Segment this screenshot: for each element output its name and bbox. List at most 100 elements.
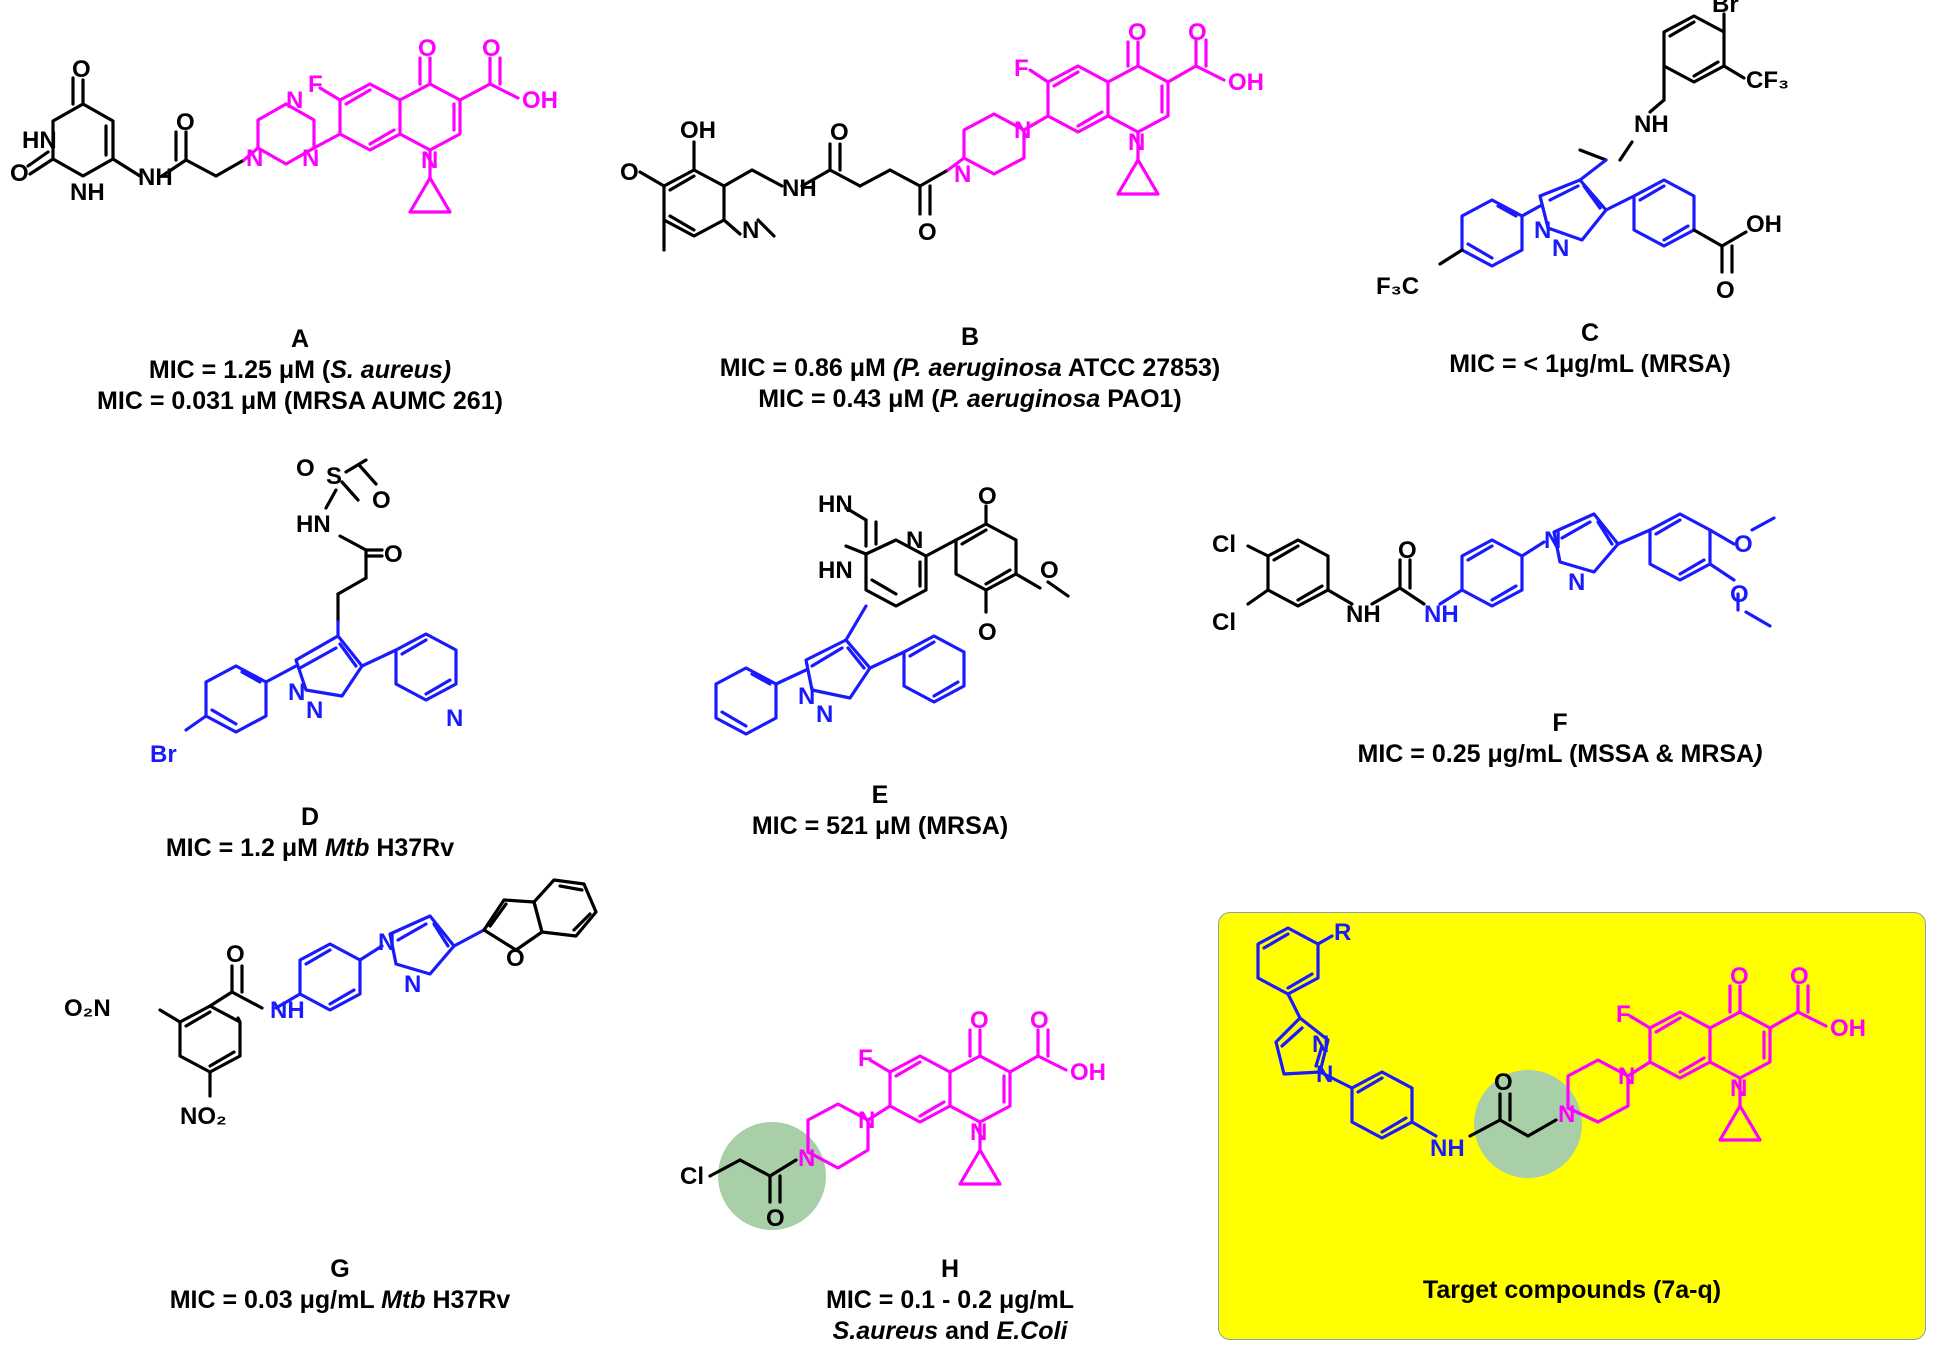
atom-O: O bbox=[1128, 19, 1147, 46]
atom-O: O bbox=[1494, 1069, 1513, 1096]
structure-A: O HN O NH NH O N N N F O O OH N bbox=[10, 35, 558, 214]
atom-N: N bbox=[1534, 217, 1551, 244]
atom-O: O bbox=[1734, 531, 1753, 558]
compound-label: A bbox=[290, 325, 310, 353]
atom-N: N bbox=[246, 145, 263, 172]
structure-C: Br CF₃ NH N N OH O F₃C bbox=[1376, 0, 1789, 304]
target-caption: Target compounds (7a-q) bbox=[1422, 1276, 1722, 1304]
structure-F: Cl Cl NH O NH N N O O bbox=[1212, 512, 1776, 636]
mic-line: MIC = 0.25 μg/mL (MSSA & MRSA) bbox=[1357, 740, 1763, 768]
atom-R: R bbox=[1334, 919, 1351, 946]
atom-O: O bbox=[10, 160, 29, 187]
atom-O: O bbox=[372, 487, 391, 514]
atom-O: O bbox=[176, 109, 195, 136]
structure-B: OH O NH O N O N N F O O OH N bbox=[620, 19, 1264, 252]
atom-OH: OH bbox=[1228, 69, 1264, 96]
mic-line: MIC = 0.43 μM (P. aeruginosa PAO1) bbox=[758, 385, 1182, 413]
atom-O: O bbox=[766, 1205, 785, 1232]
atom-N: N bbox=[421, 147, 438, 174]
caption-C: C MIC = < 1μg/mL (MRSA) bbox=[1390, 318, 1790, 380]
atom-O: O bbox=[72, 56, 91, 83]
structure-H: Cl O N N F O O OH N bbox=[680, 1007, 1106, 1232]
atom-O: O bbox=[1730, 581, 1749, 608]
atom-N: N bbox=[954, 161, 971, 188]
structure-target: R N N NH O N N F O O OH N bbox=[1256, 919, 1866, 1178]
mic-line: MIC = 521 μM (MRSA) bbox=[751, 812, 1009, 840]
atom-N: N bbox=[306, 697, 323, 724]
atom-Cl: Cl bbox=[1212, 609, 1236, 636]
atom-O: O bbox=[1398, 537, 1417, 564]
caption-H: H MIC = 0.1 - 0.2 μg/mL S.aureus and E.C… bbox=[740, 1254, 1160, 1347]
atom-O: O bbox=[506, 945, 525, 972]
atom-F: F bbox=[308, 71, 323, 98]
atom-N: N bbox=[404, 971, 421, 998]
atom-O: O bbox=[1040, 557, 1059, 584]
atom-NH: NH bbox=[138, 164, 173, 191]
structure-E: HN N HN O O O N N bbox=[714, 483, 1070, 736]
atom-Br: Br bbox=[150, 741, 177, 768]
atom-NH: NH bbox=[1424, 601, 1459, 628]
atom-OH: OH bbox=[1746, 211, 1782, 238]
organism-line: S.aureus and E.Coli bbox=[832, 1317, 1068, 1345]
atom-N: N bbox=[288, 679, 305, 706]
atom-F: F bbox=[858, 1045, 873, 1072]
caption-E: E MIC = 521 μM (MRSA) bbox=[680, 780, 1080, 842]
atom-OH: OH bbox=[680, 117, 716, 144]
compound-label: F bbox=[1552, 709, 1568, 737]
caption-F: F MIC = 0.25 μg/mL (MSSA & MRSA) bbox=[1280, 708, 1840, 770]
atom-O: O bbox=[1790, 963, 1809, 990]
compound-label: D bbox=[300, 803, 320, 831]
compound-label: H bbox=[940, 1255, 960, 1283]
atom-NH: NH bbox=[1634, 111, 1669, 138]
atom-OH: OH bbox=[1070, 1059, 1106, 1086]
atom-S: S bbox=[326, 463, 342, 490]
mic-line: MIC = 1.25 μM (S. aureus) bbox=[148, 356, 452, 384]
compound-label: B bbox=[960, 323, 980, 351]
atom-O: O bbox=[1188, 19, 1207, 46]
atom-O: O bbox=[1730, 963, 1749, 990]
atom-F: F bbox=[1014, 55, 1029, 82]
mic-line: MIC = 1.2 μM Mtb H37Rv bbox=[165, 834, 455, 862]
atom-HN: HN bbox=[296, 511, 331, 538]
caption-D: D MIC = 1.2 μM Mtb H37Rv bbox=[110, 802, 510, 864]
atom-O: O bbox=[978, 483, 997, 510]
atom-NH: NH bbox=[1346, 601, 1381, 628]
atom-N: N bbox=[1316, 1061, 1333, 1088]
atom-N: N bbox=[1618, 1063, 1635, 1090]
atom-O: O bbox=[978, 619, 997, 646]
atom-HN: HN bbox=[818, 491, 853, 518]
atom-N: N bbox=[906, 527, 923, 554]
atom-NH: NH bbox=[70, 179, 105, 206]
atom-CF3: CF₃ bbox=[1746, 67, 1789, 94]
atom-N: N bbox=[286, 87, 303, 114]
structure-D: O S O HN O N N N Br bbox=[150, 455, 463, 768]
atom-N: N bbox=[970, 1119, 987, 1146]
caption-A: A MIC = 1.25 μM (S. aureus) MIC = 0.031 … bbox=[40, 324, 560, 417]
atom-N: N bbox=[1544, 527, 1561, 554]
atom-NO2: NO₂ bbox=[180, 1103, 227, 1130]
atom-OH: OH bbox=[1830, 1015, 1866, 1042]
caption-B: B MIC = 0.86 μM (P. aeruginosa ATCC 2785… bbox=[650, 322, 1290, 415]
atom-NH: NH bbox=[270, 997, 305, 1024]
atom-O: O bbox=[918, 219, 937, 246]
atom-OH: OH bbox=[522, 87, 558, 114]
atom-O: O bbox=[830, 119, 849, 146]
atom-HN: HN bbox=[22, 127, 57, 154]
compound-label: C bbox=[1580, 319, 1600, 347]
atom-NH: NH bbox=[782, 175, 817, 202]
atom-N: N bbox=[798, 1145, 815, 1172]
atom-N: N bbox=[1128, 129, 1145, 156]
atom-O: O bbox=[226, 941, 245, 968]
atom-N: N bbox=[1730, 1075, 1747, 1102]
atom-N: N bbox=[858, 1107, 875, 1134]
atom-O2N: O₂N bbox=[64, 995, 111, 1022]
mic-line: MIC = < 1μg/mL (MRSA) bbox=[1449, 350, 1731, 378]
atom-O: O bbox=[384, 541, 403, 568]
atom-NH: NH bbox=[1430, 1135, 1465, 1162]
atom-N: N bbox=[1558, 1101, 1575, 1128]
caption-G: G MIC = 0.03 μg/mL Mtb H37Rv bbox=[130, 1254, 550, 1316]
atom-O: O bbox=[620, 159, 639, 186]
atom-O: O bbox=[1030, 1007, 1049, 1034]
atom-N: N bbox=[378, 929, 395, 956]
